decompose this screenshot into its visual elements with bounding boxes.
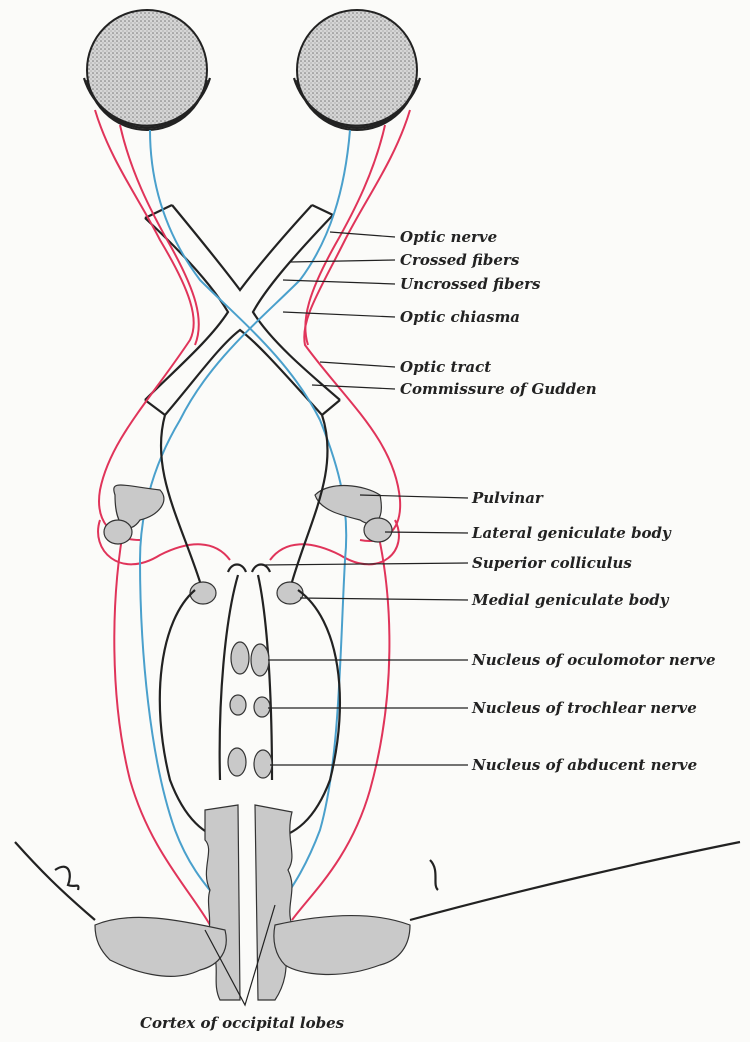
label-medial-geniculate: Medial geniculate body [471,591,670,609]
left-uncrossed-fiber [94,109,211,926]
red-to-colliculus [97,519,400,566]
abducent-nuclei [227,747,273,779]
label-pulvinar: Pulvinar [471,489,544,507]
label-optic-nerve: Optic nerve [400,228,497,246]
oculomotor-nuclei [230,641,270,677]
left-loop [158,589,226,842]
left-medial-geniculate [189,581,217,605]
label-trochlear: Nucleus of trochlear nerve [471,699,697,717]
right-eye [292,9,422,131]
left-pulvinar [103,484,165,545]
right-medial-geniculate [276,581,304,605]
left-tract-to-medial [159,414,202,583]
label-optic-tract: Optic tract [400,358,491,376]
superior-colliculus [226,563,272,573]
label-cortex: Cortex of occipital lobes [140,1014,345,1032]
label-commissure-gudden: Commissure of Gudden [400,380,597,398]
left-uncrossed-fiber-b [119,124,200,346]
right-uncrossed-fiber [291,109,411,921]
right-loop [269,589,342,842]
right-pulvinar [314,484,393,543]
label-crossed-fibers: Crossed fibers [400,251,520,269]
right-brain-outline [409,840,741,922]
label-abducent: Nucleus of abducent nerve [471,756,697,774]
right-tract-to-medial [290,414,329,583]
label-uncrossed-fibers: Uncrossed fibers [400,275,541,293]
central-right [256,574,274,781]
label-optic-chiasma: Optic chiasma [400,308,520,326]
optic-chiasma-outline [144,204,341,416]
left-crossed-fiber [149,129,348,906]
left-eye [82,9,212,131]
label-oculomotor: Nucleus of oculomotor nerve [471,651,716,669]
right-uncrossed-fiber-b [304,124,386,346]
left-brain-outline [14,841,96,921]
label-lateral-geniculate: Lateral geniculate body [471,524,672,542]
central-left [218,574,240,781]
label-superior-colliculus: Superior colliculus [472,554,632,572]
leader-lines [204,231,469,1007]
trochlear-nuclei [229,694,271,718]
occipital-cortex [94,804,411,1001]
